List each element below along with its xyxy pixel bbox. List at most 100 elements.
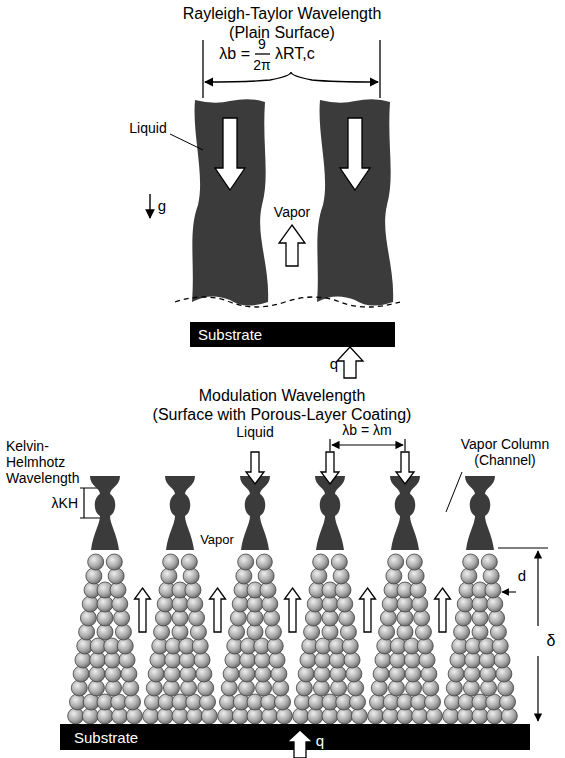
liquid-flow-arrow — [246, 452, 264, 484]
porous-particle — [298, 666, 314, 682]
porous-particle — [340, 624, 356, 640]
formula-part: 2π — [253, 57, 270, 73]
porous-particle — [90, 652, 106, 668]
bracket-tick — [404, 439, 405, 451]
porous-particle — [172, 610, 188, 626]
porous-particle — [115, 624, 131, 640]
porous-particle — [464, 666, 480, 682]
porous-particle — [157, 596, 173, 612]
porous-particle — [457, 708, 473, 724]
porous-particle — [143, 708, 159, 724]
porous-particle — [472, 596, 488, 612]
porous-particle — [315, 652, 331, 668]
porous-particle — [82, 708, 98, 724]
porous-particle — [262, 596, 278, 612]
porous-particle — [463, 554, 479, 570]
porous-particle — [271, 666, 287, 682]
porous-particle — [200, 694, 216, 710]
porous-particle — [313, 680, 329, 696]
porous-particle — [192, 638, 208, 654]
porous-particle — [322, 596, 338, 612]
porous-particle — [337, 596, 353, 612]
porous-particle — [329, 652, 345, 668]
porous-particle — [196, 666, 212, 682]
porous-particle — [258, 568, 274, 584]
liquid-neck — [165, 476, 195, 550]
porous-particle — [275, 694, 291, 710]
porous-particle — [455, 610, 471, 626]
porous-particle — [265, 624, 281, 640]
vapor-flow-arrow — [210, 588, 226, 632]
porous-particle — [404, 652, 420, 668]
porous-particle — [187, 708, 203, 724]
substrate-label: Substrate — [198, 326, 262, 343]
panel-subtitle: (Surface with Porous-Layer Coating) — [153, 406, 412, 424]
porous-particle — [481, 554, 497, 570]
porous-particle — [218, 708, 234, 724]
porous-particle — [273, 680, 289, 696]
porous-particle — [73, 666, 89, 682]
porous-particle — [238, 554, 254, 570]
leader-line — [446, 472, 462, 512]
porous-particle — [472, 708, 488, 724]
porous-particle — [480, 666, 496, 682]
interface-wave — [175, 297, 400, 307]
diameter-arrow — [502, 591, 516, 592]
porous-particle — [388, 680, 404, 696]
wavelength-bracket — [205, 72, 378, 82]
porous-particle — [225, 652, 241, 668]
porous-particle — [389, 666, 405, 682]
porous-particle — [448, 666, 464, 682]
liquid-neck — [390, 476, 420, 550]
porous-particle — [489, 610, 505, 626]
porous-particle — [487, 596, 503, 612]
liquid-flow-arrow — [396, 452, 414, 484]
porous-particle — [375, 652, 391, 668]
porous-particle — [117, 638, 133, 654]
porous-particle — [146, 680, 162, 696]
modulation-symbol: λb = λm — [342, 422, 391, 438]
porous-particle — [472, 624, 488, 640]
porous-particle — [397, 624, 413, 640]
porous-particle — [239, 666, 255, 682]
porous-particle — [223, 666, 239, 682]
porous-particle — [123, 680, 139, 696]
porous-particle — [247, 624, 263, 640]
porous-particle — [247, 708, 263, 724]
porous-particle — [89, 666, 105, 682]
porous-particle — [106, 554, 122, 570]
porous-particle — [342, 638, 358, 654]
porous-particle — [97, 596, 113, 612]
porous-particle — [481, 680, 497, 696]
porous-particle — [230, 610, 246, 626]
porous-particle — [373, 666, 389, 682]
porous-particle — [229, 624, 245, 640]
porous-particle — [350, 694, 366, 710]
gravity-arrow — [149, 194, 150, 218]
porous-particle — [500, 694, 516, 710]
porous-particle — [300, 652, 316, 668]
porous-particle — [82, 596, 98, 612]
porous-particle — [97, 610, 113, 626]
porous-particle — [172, 624, 188, 640]
porous-particle — [112, 708, 128, 724]
vapor-flow-arrow — [435, 588, 451, 632]
porous-particle — [331, 554, 347, 570]
porous-particle — [412, 708, 428, 724]
porous-particle — [307, 596, 323, 612]
vapor-label: Vapor — [200, 533, 234, 548]
porous-particle — [232, 596, 248, 612]
porous-particle — [71, 680, 87, 696]
porous-particle — [238, 680, 254, 696]
porous-particle — [165, 652, 181, 668]
porous-particle — [247, 596, 263, 612]
porous-particle — [267, 638, 283, 654]
porous-particle — [181, 554, 197, 570]
porous-particle — [79, 624, 95, 640]
porous-particle — [68, 708, 84, 724]
porous-particle — [479, 652, 495, 668]
formula-part: λRT,c — [275, 45, 315, 63]
bracket-tick — [202, 40, 203, 98]
porous-particle — [105, 666, 121, 682]
